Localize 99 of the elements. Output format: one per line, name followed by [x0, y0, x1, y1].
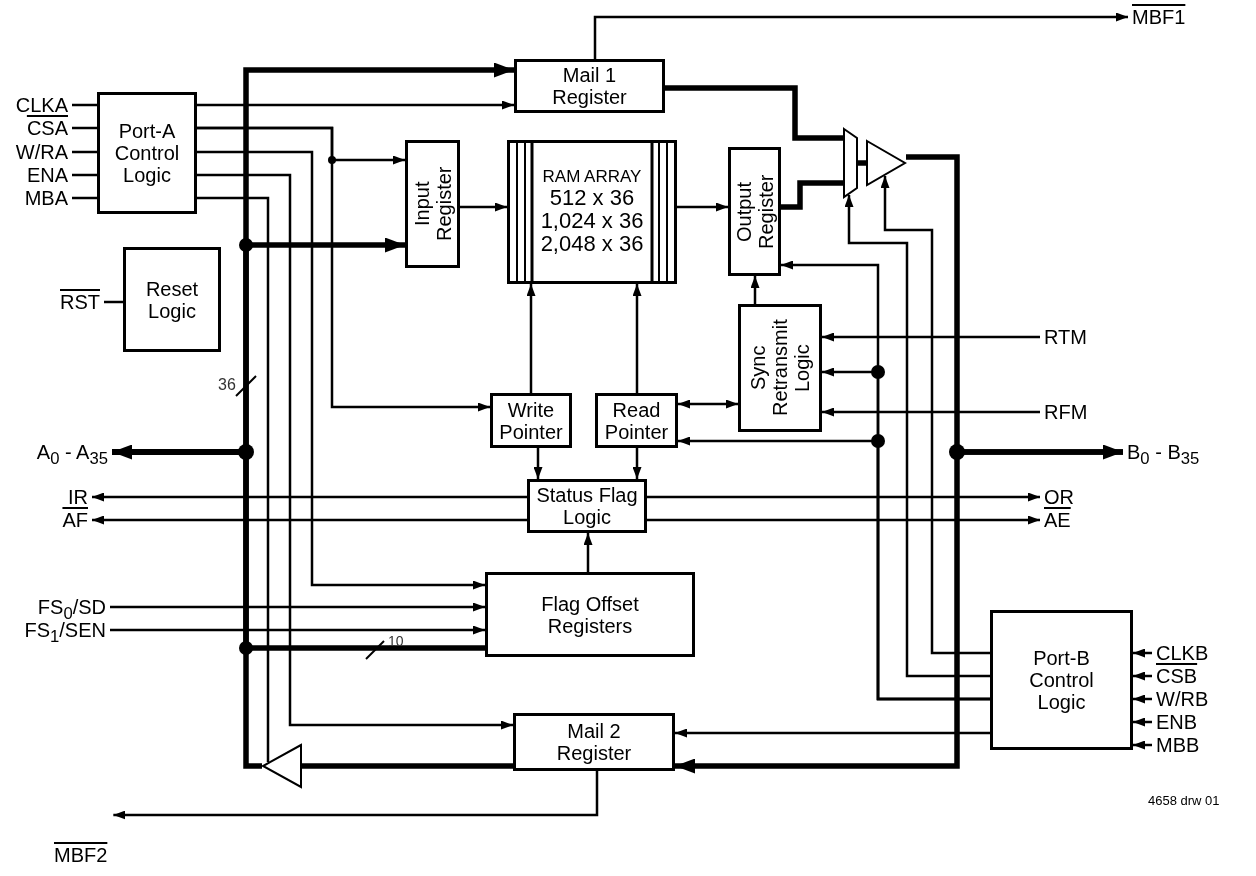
arrow — [92, 515, 527, 525]
arrow — [678, 399, 738, 409]
signal-label: CSB — [1152, 665, 1202, 687]
signal-label: MBF2 — [50, 844, 112, 866]
signal-label: B$_{0}$ - B$_{35}$ — [1123, 441, 1204, 470]
signal-label: OR — [1040, 486, 1078, 508]
arrow — [880, 176, 990, 655]
block-title: RAM ARRAY — [542, 168, 642, 187]
signal-label: CLKA — [11, 94, 72, 116]
arrow — [822, 407, 1040, 417]
register-box — [514, 59, 665, 113]
arrow — [526, 284, 536, 393]
signal-label: CLKB — [1152, 642, 1213, 664]
connector-line — [781, 180, 843, 210]
pointer-box — [490, 393, 572, 448]
arrow — [632, 284, 642, 393]
arrow — [1133, 671, 1152, 681]
signal-label: A$_{0}$ - A$_{35}$ — [32, 441, 112, 470]
block-label: Read Pointer — [603, 398, 670, 443]
arrow — [197, 150, 485, 590]
bus-width-label: 36 — [218, 376, 236, 394]
control-logic-box — [97, 92, 197, 214]
arrow — [533, 448, 543, 479]
block-label: Sync Retransmit Logic — [747, 318, 813, 419]
block-label: Mail 2 Register — [555, 720, 633, 764]
signal-label: ENA — [22, 164, 72, 186]
logic-box — [527, 479, 647, 533]
signal-label: ENB — [1152, 711, 1202, 733]
arrow — [632, 448, 642, 479]
arrow — [110, 602, 485, 612]
arrow — [1133, 648, 1152, 658]
pointer-box — [595, 393, 678, 448]
arrow — [675, 728, 990, 738]
signal-label: W/RB — [1152, 688, 1213, 710]
arrow — [822, 332, 1040, 342]
signal-label: MBF1 — [1128, 6, 1190, 28]
connector-line — [665, 85, 843, 141]
signal-label: AE — [1040, 509, 1075, 531]
connector-line — [302, 763, 513, 769]
arrow — [1133, 694, 1152, 704]
register-box — [513, 713, 675, 771]
signal-label: MBB — [1152, 734, 1204, 756]
register-box — [485, 572, 695, 657]
block-label: Write Pointer — [498, 398, 564, 443]
arrow — [678, 436, 990, 701]
register-box — [728, 147, 781, 276]
bus-width-label: 10 — [388, 633, 404, 649]
arrow — [92, 492, 527, 502]
register-box — [405, 140, 460, 268]
connector-line — [858, 160, 866, 166]
signal-label: RST — [56, 291, 104, 313]
block-label: Reset Logic — [144, 277, 200, 322]
block-label: Flag Offset Registers — [540, 592, 640, 637]
arrow — [197, 126, 490, 412]
arrow — [593, 12, 1128, 59]
logic-box — [738, 304, 822, 432]
signal-label: IR — [64, 486, 92, 508]
capacity-label: 512 x 36 — [549, 186, 635, 210]
signal-label: FS$_{1}$/SEN — [20, 619, 110, 648]
arrow — [197, 173, 513, 730]
arrow — [844, 195, 990, 678]
capacity-label: 1,024 x 36 — [540, 209, 644, 233]
signal-label: AF — [58, 509, 92, 531]
signal-label: W/RA — [11, 141, 72, 163]
arrow — [677, 202, 728, 212]
block-label: Status Flag Logic — [535, 484, 639, 528]
signal-label: CSA — [22, 117, 72, 139]
arrow — [750, 276, 760, 304]
capacity-label: 2,048 x 36 — [540, 232, 644, 256]
connector-line — [72, 150, 97, 154]
connector-line — [72, 103, 97, 107]
block-label: Port-B Control Logic — [1028, 647, 1095, 713]
control-logic-box — [990, 610, 1133, 750]
connector-line — [104, 300, 123, 304]
arrow — [583, 533, 593, 572]
arrow — [647, 515, 1040, 525]
arrow — [112, 444, 262, 769]
connector-line — [72, 126, 97, 130]
block-label: Output Register — [732, 173, 777, 251]
signal-label: MBA — [20, 187, 72, 209]
connector-line — [72, 196, 97, 200]
arrow — [647, 492, 1040, 502]
signal-label: RFM — [1040, 401, 1092, 423]
block-label: Port-A Control Logic — [113, 120, 181, 186]
signal-label: RTM — [1040, 326, 1091, 348]
block-label: Mail 1 Register — [551, 64, 628, 108]
arrow — [460, 202, 507, 212]
arrow — [110, 625, 485, 635]
memory-array-box — [507, 140, 677, 284]
logic-box — [123, 247, 221, 352]
drawing-number: 4658 drw 01 — [1148, 793, 1220, 808]
arrow — [113, 771, 599, 820]
connector-line — [72, 173, 97, 177]
arrow — [1133, 717, 1152, 727]
arrow — [1133, 740, 1152, 750]
arrow — [197, 100, 514, 110]
block-label: Input Register — [410, 165, 455, 244]
connector-line — [197, 196, 270, 762]
arrow — [675, 449, 1123, 774]
